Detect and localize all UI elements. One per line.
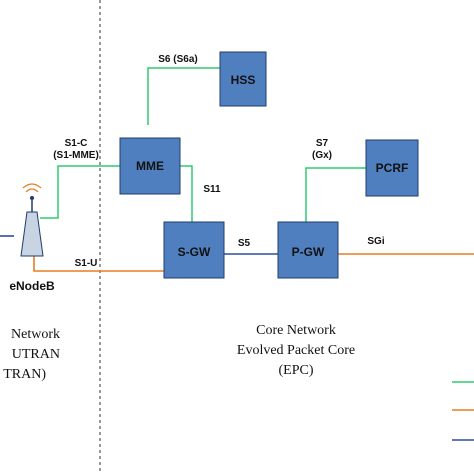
access-region-line3: TRAN) xyxy=(3,367,46,382)
core-region-line1: Core Network xyxy=(256,323,336,338)
s7-label-line1: S7 xyxy=(316,138,329,149)
sgi-label: SGi xyxy=(367,236,384,247)
pgw-node: P-GW xyxy=(277,221,339,279)
s1c-label-line1: S1-C xyxy=(65,138,88,149)
enodeb-antenna-icon xyxy=(20,183,44,257)
s5-label: S5 xyxy=(238,238,251,249)
mme-node: MME xyxy=(119,137,181,195)
s1u-label: S1-U xyxy=(75,258,98,269)
core-region-line3: (EPC) xyxy=(279,363,314,378)
s1u-link xyxy=(33,248,164,272)
sgw-node: S-GW xyxy=(163,221,225,279)
access-region-line2: UTRAN xyxy=(12,347,60,362)
access-region-line1: Network xyxy=(11,327,60,342)
hss-node: HSS xyxy=(219,51,267,107)
s6-label: S6 (S6a) xyxy=(158,54,197,65)
s11-label: S11 xyxy=(203,184,221,195)
s7-link xyxy=(305,167,366,222)
hss-label: HSS xyxy=(231,73,256,87)
pcrf-label: PCRF xyxy=(376,161,409,175)
s1c-label-line2: (S1-MME) xyxy=(53,150,99,161)
s7-label-line2: (Gx) xyxy=(312,150,332,161)
mme-label: MME xyxy=(136,159,164,173)
s1c-link xyxy=(40,165,120,219)
pcrf-node: PCRF xyxy=(365,139,419,197)
core-region-line2: Evolved Packet Core xyxy=(237,343,355,358)
sgw-label: S-GW xyxy=(178,245,211,259)
pgw-label: P-GW xyxy=(292,245,325,259)
s11-link xyxy=(180,165,193,222)
enodeb-label: eNodeB xyxy=(9,279,55,293)
